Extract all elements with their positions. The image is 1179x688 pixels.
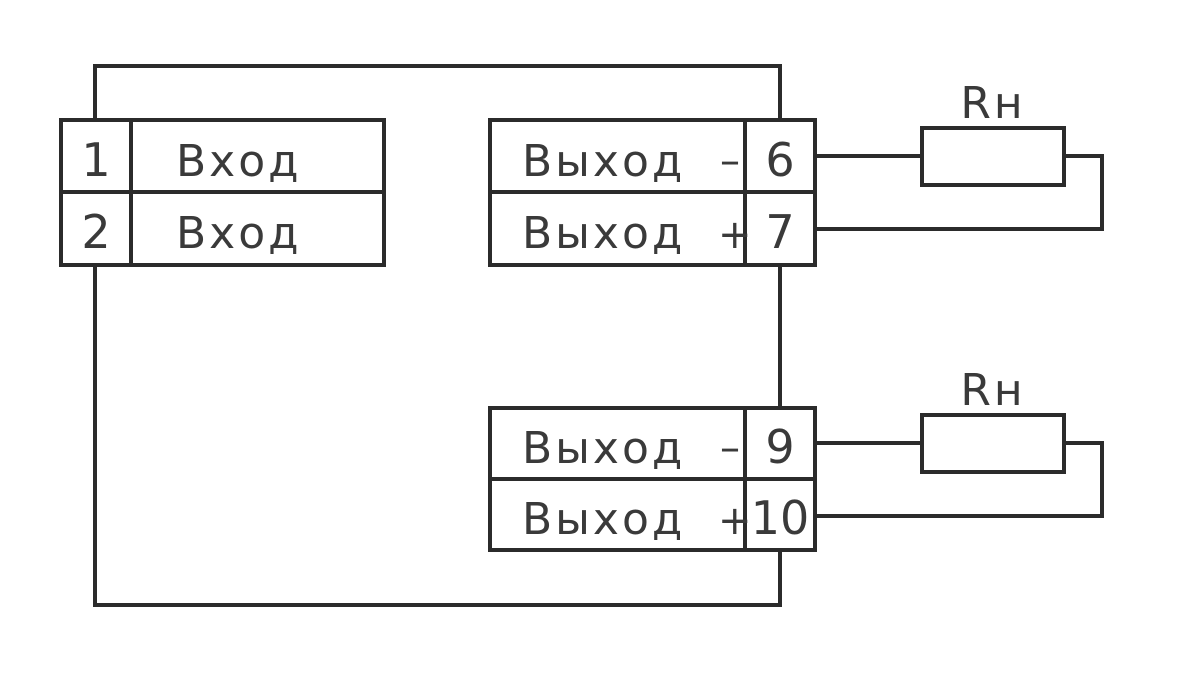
input-label: Вход xyxy=(176,208,302,259)
output-block-1: Выход – 6 Выход + 7 xyxy=(488,118,817,267)
terminal-number: 9 xyxy=(765,420,794,474)
input-label: Вход xyxy=(176,136,302,187)
load-resistor-1: Rн xyxy=(920,78,1066,187)
wire-load2-plus xyxy=(815,441,1104,518)
polarity-sign: – xyxy=(720,425,740,471)
wire-load1-plus xyxy=(815,154,1104,231)
polarity-sign: + xyxy=(718,498,752,544)
output-label: Выход xyxy=(522,494,685,545)
terminal-number: 10 xyxy=(751,491,810,545)
resistor-2-body xyxy=(920,413,1066,474)
terminal-number: 7 xyxy=(765,205,794,259)
input-block: 1 Вход 2 Вход xyxy=(59,118,386,267)
resistor-1-body xyxy=(920,126,1066,187)
resistor-2-label: Rн xyxy=(960,365,1025,416)
polarity-sign: – xyxy=(720,138,740,184)
wire-bottom-loop xyxy=(93,265,782,607)
wire-top-loop xyxy=(93,64,782,120)
output-label: Выход xyxy=(522,136,685,187)
output-block-2: Выход – 9 Выход + 10 xyxy=(488,406,817,552)
resistor-1-label: Rн xyxy=(960,78,1025,129)
output-label: Выход xyxy=(522,208,685,259)
terminal-number: 1 xyxy=(81,133,110,187)
load-resistor-2: Rн xyxy=(920,365,1066,474)
polarity-sign: + xyxy=(718,212,752,258)
output-label: Выход xyxy=(522,423,685,474)
terminal-number: 6 xyxy=(765,133,794,187)
terminal-number: 2 xyxy=(81,205,110,259)
wires xyxy=(93,64,1104,607)
